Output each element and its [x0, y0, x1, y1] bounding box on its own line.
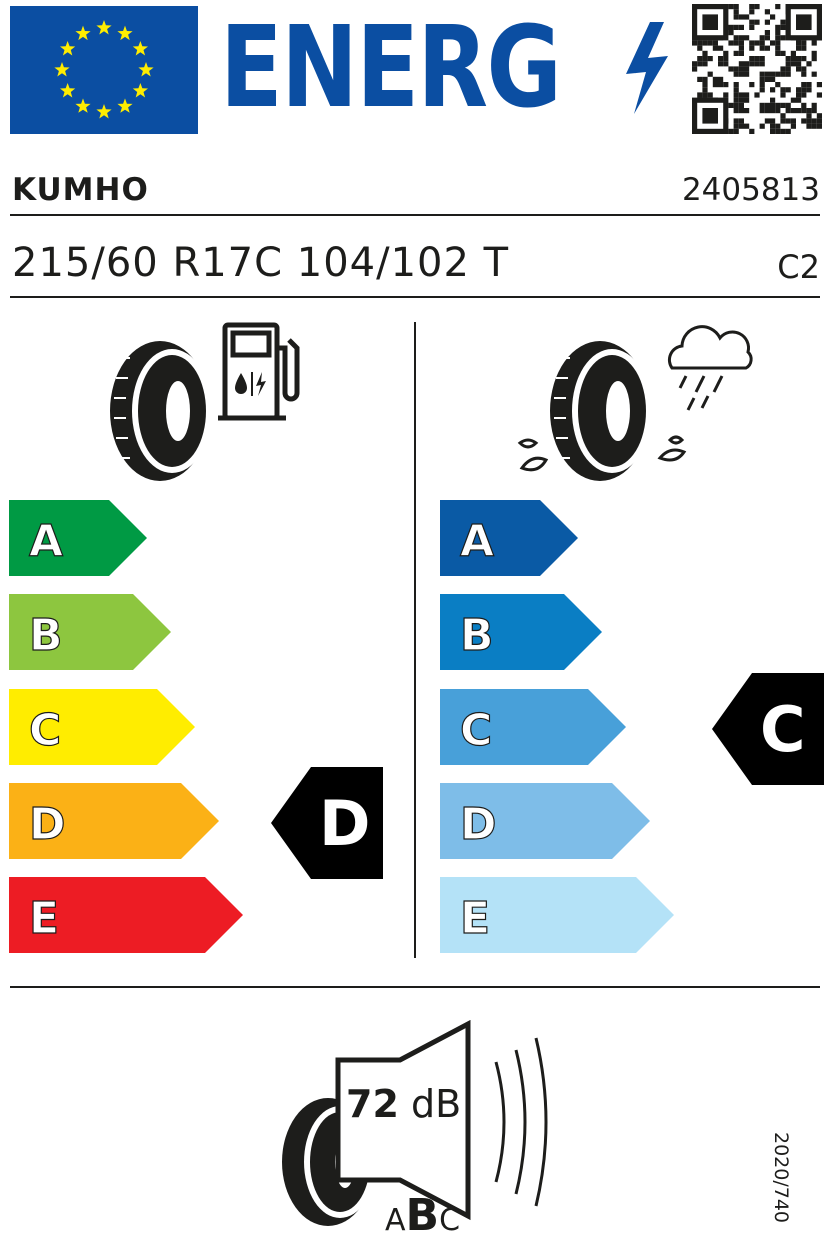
rating-arrow-b: B [9, 594, 171, 670]
rating-letter: D [29, 799, 66, 850]
rating-marker: C [712, 673, 824, 785]
rating-marker-letter: C [760, 693, 806, 766]
eu-star-icon [75, 25, 91, 41]
rating-arrow-c: C [9, 689, 195, 765]
rain-icon [678, 375, 724, 411]
noise-class-c: C [439, 1203, 461, 1238]
rating-letter: D [460, 799, 497, 850]
eu-star-icon [54, 62, 70, 77]
eu-star-icon [75, 98, 91, 113]
tyre-icon [110, 341, 212, 481]
fuel-efficiency-icon [110, 322, 300, 481]
rating-marker: D [271, 767, 383, 879]
rating-arrow-c: C [440, 689, 626, 765]
rating-arrow-d: D [440, 783, 650, 859]
rating-marker-letter: D [319, 787, 370, 860]
noise-value: 72 dB [346, 1082, 461, 1126]
rating-arrow-a: A [440, 500, 578, 576]
rating-arrow-e: E [440, 877, 674, 953]
noise-class-b: B [405, 1190, 440, 1241]
noise-db-value: 72 [346, 1082, 399, 1126]
splash-icon [517, 435, 687, 472]
rating-arrow-d: D [9, 783, 219, 859]
rating-letter: A [460, 516, 494, 567]
rating-letter: B [29, 610, 63, 661]
eu-stars-icon [54, 20, 154, 119]
fuel-pump-icon [218, 322, 300, 421]
label-id: 2405813 [681, 172, 820, 208]
rating-arrow-a: A [9, 500, 147, 576]
eu-star-icon [96, 20, 112, 35]
tyre-class: C2 [777, 248, 820, 286]
eu-star-icon [96, 104, 112, 119]
rating-letter: A [29, 516, 63, 567]
rating-letter: C [460, 705, 492, 756]
qr-code-icon [692, 4, 822, 134]
divider [10, 214, 820, 216]
noise-icon [282, 1020, 548, 1226]
tyre-size: 215/60 R17C 104/102 T [12, 240, 510, 286]
eu-star-icon [117, 98, 133, 113]
energy-icon [235, 372, 266, 396]
rating-letter: E [29, 893, 59, 944]
regulation-number: 2020/740 [770, 1132, 792, 1224]
rating-letter: B [460, 610, 494, 661]
divider [10, 986, 820, 988]
noise-class-a: A [385, 1203, 406, 1238]
wet-grip-icon [517, 325, 753, 481]
eu-star-icon [60, 83, 76, 98]
energy-title: ENERG [220, 3, 562, 133]
divider [10, 296, 820, 298]
rating-letter: E [460, 893, 490, 944]
eu-star-icon [60, 41, 76, 56]
rating-arrow-b: B [440, 594, 602, 670]
speaker-icon [335, 1020, 471, 1221]
noise-class: ABC [385, 1190, 460, 1241]
brand-name: KUMHO [12, 172, 149, 208]
eu-star-icon [117, 25, 133, 41]
eu-flag [10, 6, 198, 134]
eu-star-icon [132, 41, 148, 56]
noise-unit: dB [410, 1082, 462, 1126]
sound-waves-icon [494, 1037, 548, 1207]
cloud-icon [667, 325, 753, 370]
eu-star-icon [132, 83, 148, 98]
lightning-bolt-icon [626, 22, 668, 114]
rating-arrow-e: E [9, 877, 243, 953]
eu-star-icon [138, 62, 154, 77]
rating-letter: C [29, 705, 61, 756]
column-divider [414, 322, 416, 958]
